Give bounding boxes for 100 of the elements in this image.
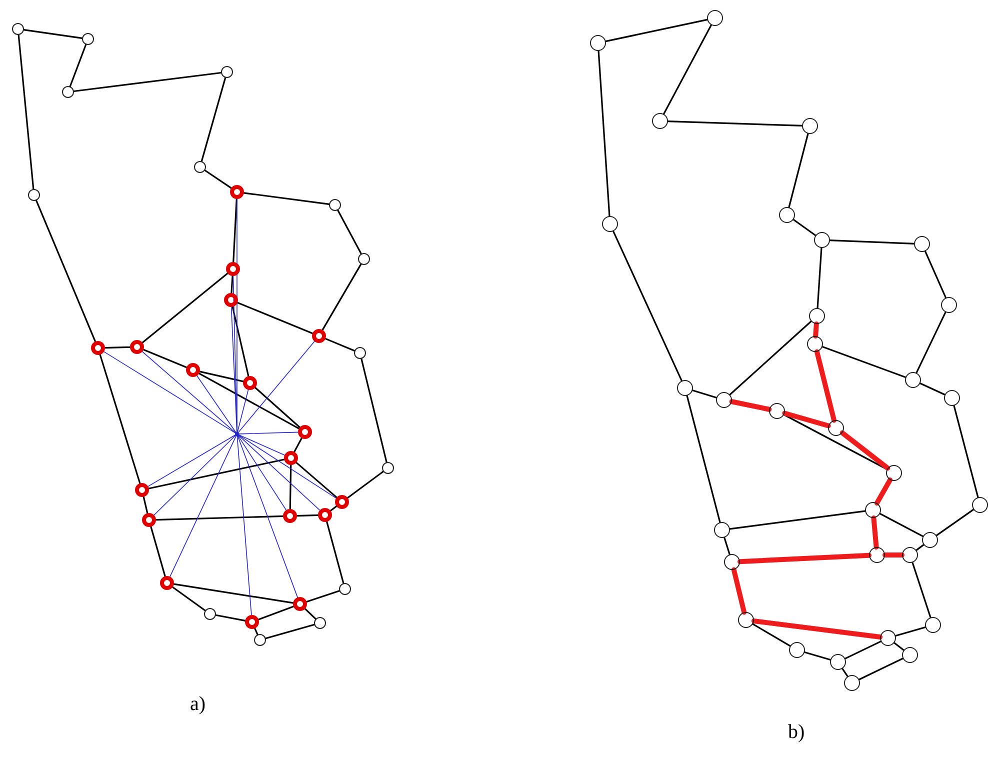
graph-edge xyxy=(236,302,314,334)
vertex-marker xyxy=(828,420,844,436)
graph-edge xyxy=(782,410,831,428)
highlighted-vertex xyxy=(226,262,240,276)
graph-edge xyxy=(612,230,682,382)
graph-edge xyxy=(296,514,319,517)
hub-point xyxy=(235,432,239,436)
vertex-marker xyxy=(802,118,818,134)
graph-edge xyxy=(729,320,812,396)
graph-edge xyxy=(258,606,294,620)
graph-edge xyxy=(237,389,249,432)
graph-edge xyxy=(598,50,610,217)
vertex-marker xyxy=(902,647,918,663)
graph-edge xyxy=(238,340,315,433)
graph-edge xyxy=(236,436,252,616)
vertex-marker xyxy=(194,161,206,173)
vertex-marker xyxy=(789,642,805,658)
panel-label: b) xyxy=(788,722,805,742)
highlighted-vertex xyxy=(230,185,244,199)
vertex-marker xyxy=(28,189,40,201)
vertex-marker xyxy=(769,403,785,419)
vertex-marker xyxy=(714,522,730,538)
vertex-marker xyxy=(12,23,24,35)
highlighted-vertex xyxy=(160,576,174,590)
graph-edge xyxy=(871,515,879,550)
graph-edge xyxy=(69,44,87,88)
vertex-marker xyxy=(880,630,896,646)
graph-edge xyxy=(238,435,287,511)
graph-edge xyxy=(230,306,238,432)
vertex-marker xyxy=(354,347,366,359)
vertex-marker xyxy=(382,462,394,474)
graph-edge xyxy=(238,434,337,499)
vertex-marker xyxy=(972,497,988,513)
graph-edge xyxy=(99,354,141,484)
vertex-marker xyxy=(830,654,846,670)
graph-edge xyxy=(924,250,947,298)
graph-edge xyxy=(330,505,338,512)
vertex-marker xyxy=(204,608,216,620)
graph-edge xyxy=(692,390,718,398)
graph-edge xyxy=(953,404,979,498)
vertex-marker xyxy=(716,392,732,408)
graph-edge xyxy=(232,276,238,432)
graph-edge xyxy=(230,275,234,294)
highlighted-vertex xyxy=(224,293,238,307)
graph-edge xyxy=(729,399,772,412)
graph-edge xyxy=(173,583,294,604)
graph-edge xyxy=(788,132,809,208)
panel-label: a) xyxy=(190,694,206,714)
vertex-marker xyxy=(677,380,693,396)
highlighted-vertex xyxy=(91,341,105,355)
graph-edge xyxy=(912,562,932,618)
graph-edge xyxy=(148,434,236,487)
graph-edge xyxy=(844,640,882,660)
graph-edge xyxy=(154,435,236,516)
graph-edge xyxy=(605,18,708,42)
vertex-marker xyxy=(809,308,825,324)
vertex-marker xyxy=(724,554,740,570)
vertex-marker xyxy=(941,297,957,313)
graph-edge xyxy=(264,624,316,640)
graph-edge xyxy=(792,218,816,236)
highlighted-vertex xyxy=(293,597,307,611)
vertex-marker xyxy=(82,33,94,45)
graph-edge xyxy=(874,477,893,506)
vertex-marker xyxy=(254,634,266,646)
graph-edge xyxy=(150,526,166,578)
vertex-marker xyxy=(807,336,823,352)
graph-edge xyxy=(204,170,232,189)
graph-edge xyxy=(232,198,238,263)
graph-edge xyxy=(667,120,803,127)
graph-edge xyxy=(322,263,362,331)
graph-edge xyxy=(916,311,946,374)
graph-edge xyxy=(813,321,819,339)
vertex-marker xyxy=(902,547,918,563)
highlighted-vertex xyxy=(298,425,312,439)
highlighted-vertex xyxy=(318,508,332,522)
graph-edge xyxy=(254,628,258,636)
graph-edge xyxy=(829,240,915,244)
graph-edge xyxy=(172,586,206,612)
graph-edge xyxy=(237,435,298,598)
graph-edge xyxy=(289,464,292,510)
graph-edge xyxy=(731,567,747,615)
graph-edge xyxy=(148,458,285,490)
graph-edge xyxy=(232,306,250,377)
graph-edge xyxy=(822,346,906,378)
vertex-marker xyxy=(314,617,326,629)
graph-edge xyxy=(919,382,946,396)
vertex-marker xyxy=(62,86,74,98)
graph-edge xyxy=(894,626,926,637)
graph-edge xyxy=(254,386,301,428)
graph-edge xyxy=(142,351,236,434)
graph-edge xyxy=(858,658,904,680)
graph-edge xyxy=(170,435,237,578)
vertex-marker xyxy=(886,465,902,481)
graph-edge xyxy=(243,192,330,206)
graph-edge xyxy=(816,247,822,309)
graph-edge xyxy=(337,209,362,255)
highlighted-vertex xyxy=(186,363,200,377)
highlighted-vertex xyxy=(245,615,259,629)
highlighted-vertex xyxy=(142,513,156,527)
graph-edge xyxy=(238,434,285,456)
